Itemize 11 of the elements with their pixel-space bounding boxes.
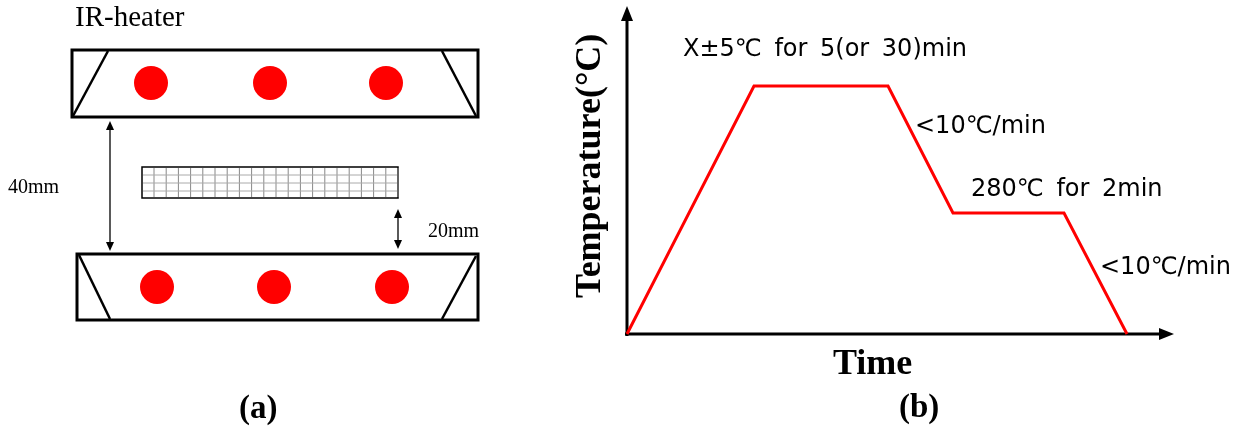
panel-label: (b) bbox=[899, 389, 940, 424]
annotation-label: X±5℃ for 5(or 30)min bbox=[683, 36, 967, 62]
annotation-label: <10℃/min bbox=[915, 113, 1046, 139]
annotation-label: 280℃ for 2min bbox=[971, 176, 1163, 202]
axis-title: Temperature(°C) bbox=[570, 33, 609, 299]
heater-label: IR-heater bbox=[75, 1, 185, 32]
axis-title: Time bbox=[833, 344, 913, 382]
dimension-label: 20mm bbox=[428, 220, 480, 241]
dimension-label: 40mm bbox=[8, 176, 60, 197]
panel-label: (a) bbox=[239, 390, 278, 425]
annotation-label: <10℃/min bbox=[1100, 254, 1231, 280]
